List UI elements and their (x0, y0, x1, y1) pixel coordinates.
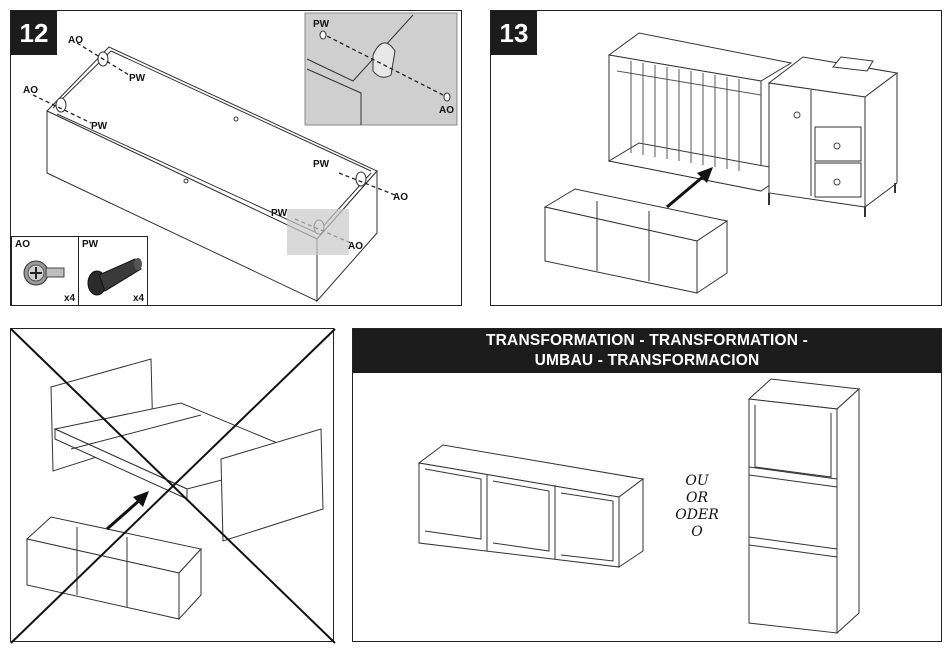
banner-line-2: UMBAU - TRANSFORMACION (534, 352, 760, 369)
ao-label: AO (439, 105, 454, 116)
transformation-banner: TRANSFORMATION - TRANSFORMATION - UMBAU … (353, 329, 941, 373)
step-number: 12 (11, 11, 57, 55)
step-12-panel: 12 (10, 10, 462, 306)
ao-label: AO (68, 35, 83, 46)
or-word: OR (685, 490, 709, 506)
or-word: OU (685, 473, 709, 489)
transformation-drawing (417, 378, 861, 635)
banner-line-1: TRANSFORMATION - TRANSFORMATION - (485, 332, 808, 349)
transformation-panel: TRANSFORMATION - TRANSFORMATION - UMBAU … (352, 328, 942, 642)
step-13-panel: 13 (490, 10, 942, 306)
step-13-drawing (543, 32, 899, 294)
step-number: 13 (491, 11, 537, 55)
ao-label: AO (23, 85, 38, 96)
hardware-legend-ao: AO x4 (11, 236, 79, 306)
pw-label: PW (271, 208, 288, 219)
or-word: ODER (675, 507, 719, 523)
screw-icon (23, 260, 65, 286)
pw-label: PW (129, 73, 146, 84)
legend-ao-qty: x4 (64, 293, 76, 304)
step-12-drawing (32, 12, 458, 303)
or-words: OU OR ODER O (669, 473, 725, 541)
hardware-legend-pw: PW x4 (78, 236, 148, 306)
pw-label: PW (313, 19, 330, 30)
legend-pw-qty: x4 (133, 293, 145, 304)
legend-pw-title: PW (82, 239, 99, 250)
pw-label: PW (313, 159, 330, 170)
or-word: O (691, 524, 703, 540)
legend-ao-title: AO (15, 239, 30, 250)
ao-label: AO (348, 241, 363, 252)
ao-label: AO (393, 192, 408, 203)
crossed-out-panel (10, 328, 336, 644)
crossed-out-drawing (10, 328, 336, 644)
pw-label: PW (91, 121, 108, 132)
dowel-icon (87, 258, 142, 296)
